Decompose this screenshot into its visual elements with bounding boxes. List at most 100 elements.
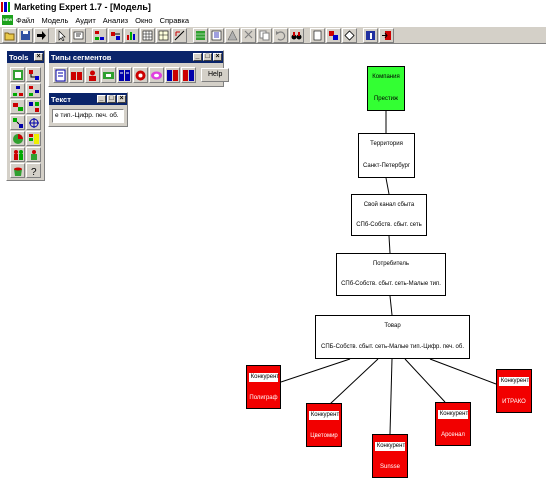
node-name: ИТРАКО: [502, 398, 526, 405]
save-icon[interactable]: [18, 27, 33, 43]
menu-audit[interactable]: Аудит: [75, 15, 96, 25]
node-consumer[interactable]: Потребитель СПб-Собств. сбыт. сеть-Малые…: [336, 253, 446, 296]
edge-territory-channel: [385, 177, 390, 195]
segment-company-icon[interactable]: [53, 67, 68, 83]
node-caption: Конкурент: [248, 372, 280, 382]
new-logo-icon[interactable]: NEW: [2, 15, 13, 25]
segment-channel-icon[interactable]: [101, 67, 116, 83]
node-competitor[interactable]: Конкурент Sunsse: [372, 434, 408, 478]
node-competitor[interactable]: Конкурент Цветомир: [306, 403, 342, 447]
maximize-icon[interactable]: □: [107, 95, 116, 103]
text-panel: Текст _ □ × е тип.-Цифр. печ. об.: [48, 92, 128, 127]
exit-icon[interactable]: [379, 27, 394, 43]
pointer-icon[interactable]: [55, 27, 70, 43]
node-caption: Свой канал сбыта: [363, 201, 415, 208]
node-name: Арсенал: [441, 431, 465, 438]
node-caption: Потребитель: [372, 260, 410, 267]
table-icon[interactable]: [193, 27, 208, 43]
hierarchy-tool-icon[interactable]: [10, 83, 25, 98]
info-icon[interactable]: [363, 27, 378, 43]
segment-territory-icon[interactable]: [69, 67, 84, 83]
text-panel-title: Текст: [51, 94, 71, 104]
node-add-icon[interactable]: [10, 99, 25, 114]
segment-product-icon[interactable]: [117, 67, 132, 83]
edge-product-comp5: [429, 358, 497, 385]
close-icon[interactable]: ×: [34, 53, 43, 61]
binoculars-icon[interactable]: [289, 27, 304, 43]
measure-icon[interactable]: [172, 27, 187, 43]
segment-tool-icon[interactable]: [10, 67, 25, 82]
close-icon[interactable]: ×: [213, 53, 222, 61]
text-panel-titlebar[interactable]: Текст _ □ ×: [49, 93, 127, 105]
matrix-icon[interactable]: [140, 27, 155, 43]
window-title: Marketing Expert 1.7 - [Модель]: [14, 2, 151, 12]
maximize-icon[interactable]: □: [203, 53, 212, 61]
menu-file[interactable]: Файл: [16, 15, 35, 25]
page-icon[interactable]: [310, 27, 325, 43]
arrow-right-icon[interactable]: [34, 27, 49, 43]
minimize-icon[interactable]: _: [97, 95, 106, 103]
close-icon[interactable]: ×: [117, 95, 126, 103]
text-input[interactable]: е тип.-Цифр. печ. об.: [52, 109, 124, 123]
node-competitor[interactable]: Конкурент Арсенал: [435, 402, 471, 446]
diagram-tool-icon[interactable]: [108, 27, 123, 43]
report-icon[interactable]: [209, 27, 224, 43]
edge-consumer-product: [389, 295, 393, 316]
tree-layout-icon[interactable]: [92, 27, 107, 43]
color-icon[interactable]: [326, 27, 341, 43]
node-competitor[interactable]: Конкурент Полиграф: [246, 365, 281, 409]
node-competitor[interactable]: Конкурент ИТРАКО: [496, 369, 532, 413]
node-channel[interactable]: Свой канал сбыта СПб-Собств. сбыт. сеть: [351, 194, 427, 236]
pyramid-icon[interactable]: [225, 27, 240, 43]
text-tool-icon[interactable]: [71, 27, 86, 43]
link-tool-icon[interactable]: [26, 67, 41, 82]
people-icon[interactable]: [10, 147, 25, 162]
node-name: Цветомир: [310, 432, 338, 439]
open-folder-icon[interactable]: [2, 27, 17, 43]
node-name: СПб-Собств. сбыт. сеть-Малые тип.: [341, 281, 441, 288]
segment-types-panel: Типы сегментов _ □ × Help: [48, 50, 230, 87]
node-name: Санкт-Петербург: [362, 162, 411, 169]
branch-tool-icon[interactable]: [26, 83, 41, 98]
copy-icon[interactable]: [257, 27, 272, 43]
segment-group-icon[interactable]: [165, 67, 180, 83]
tools-panel-titlebar[interactable]: Tools ×: [7, 51, 44, 63]
menu-bar: NEW Файл Модель Аудит Анализ Окно Справк…: [0, 14, 546, 26]
segment-competitor-icon[interactable]: [149, 67, 164, 83]
menu-help[interactable]: Справка: [159, 15, 189, 25]
grid-icon[interactable]: [156, 27, 171, 43]
tools-grid: ?: [7, 63, 44, 182]
move-tool-icon[interactable]: [10, 115, 25, 130]
legend-icon[interactable]: [26, 131, 41, 146]
segment-network-icon[interactable]: [133, 67, 148, 83]
undo-icon[interactable]: [273, 27, 288, 43]
crosshair-icon[interactable]: [26, 115, 41, 130]
network-tool-icon[interactable]: [26, 99, 41, 114]
node-product[interactable]: Товар СПБ-Собств. сбыт. сеть-Малые тип.-…: [315, 315, 470, 359]
chart-pie-icon[interactable]: [10, 131, 25, 146]
bucket-icon[interactable]: [10, 163, 25, 178]
edge-product-comp1: [280, 358, 351, 383]
chart-tool-icon[interactable]: [124, 27, 139, 43]
menu-model[interactable]: Модель: [41, 15, 69, 25]
segment-consumer-icon[interactable]: [85, 67, 100, 83]
question-icon[interactable]: ?: [26, 163, 41, 178]
edge-product-comp4: [404, 358, 446, 403]
person-icon[interactable]: [26, 147, 41, 162]
segment-filter-icon[interactable]: [181, 67, 196, 83]
node-territory[interactable]: Территория Санкт-Петербург: [358, 133, 415, 178]
menu-analysis[interactable]: Анализ: [102, 15, 129, 25]
node-name: Полиграф: [249, 394, 278, 401]
node-company[interactable]: Компания Престиж: [367, 66, 405, 111]
segment-types-titlebar[interactable]: Типы сегментов _ □ ×: [49, 51, 223, 63]
help-button[interactable]: Help: [201, 68, 230, 82]
cut-icon[interactable]: [241, 27, 256, 43]
node-name: СПб-Собств. сбыт. сеть: [356, 221, 422, 228]
menu-window[interactable]: Окно: [135, 15, 153, 25]
edge-product-comp3: [389, 358, 393, 435]
shape-icon[interactable]: [342, 27, 357, 43]
minimize-icon[interactable]: _: [193, 53, 202, 61]
node-caption: Конкурент: [437, 409, 469, 419]
node-name: СПБ-Собств. сбыт. сеть-Малые тип.-Цифр. …: [321, 344, 464, 350]
